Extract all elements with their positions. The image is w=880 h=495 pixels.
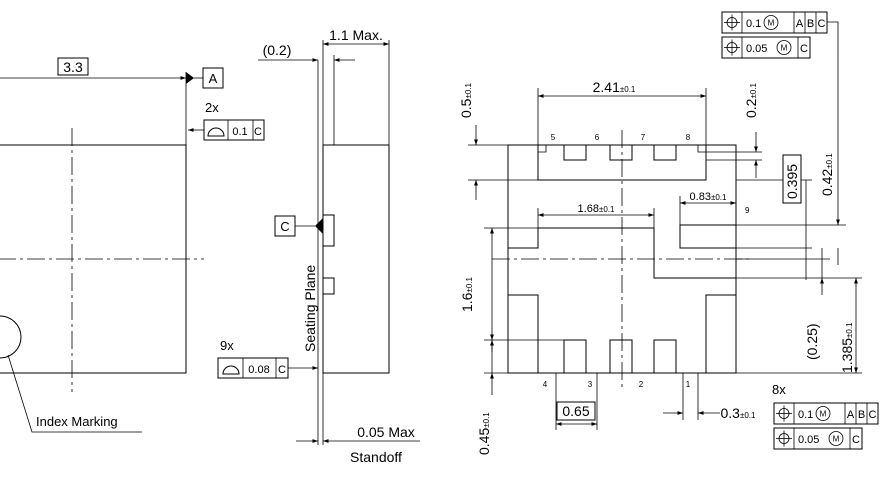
- profile-surface-icon: [222, 365, 240, 375]
- profile-view: 1.1 Max. (0.2) C Seating Plane 0.05 Max …: [258, 27, 420, 465]
- mmc-modifier-icon: M: [815, 406, 831, 421]
- datum-a-label: A: [209, 71, 218, 86]
- pin-1: 1: [686, 380, 691, 389]
- pin-8: 8: [686, 133, 691, 142]
- pin-3: 3: [588, 380, 593, 389]
- fcf-top-row2-value: 0.05: [746, 43, 767, 55]
- position-icon: [776, 405, 792, 422]
- fcf-bottom-row1-datum-a: A: [847, 409, 855, 421]
- dim-045: 0.45±0.1: [476, 412, 492, 455]
- fcf-top-row1-datum-b: B: [807, 18, 814, 30]
- svg-text:M: M: [768, 19, 775, 28]
- position-tolerance-frame-top: 0.1 M A B C 0.05 M C: [721, 11, 839, 60]
- dim-005-max: 0.05 Max: [357, 424, 415, 440]
- dim-02-paren: (0.2): [263, 42, 292, 58]
- mmc-modifier-icon: M: [776, 40, 792, 55]
- standoff-label: Standoff: [350, 449, 402, 465]
- dim-083: 0.83±0.1: [690, 191, 727, 203]
- dim-11-max: 1.1 Max.: [329, 27, 383, 43]
- position-icon: [776, 430, 792, 447]
- fcf-top-row2-datum-c: C: [800, 43, 808, 55]
- side-view: 3.3 A 2x 0.1 C 9x 0.08 C Index Marking: [0, 57, 318, 433]
- dim-241: 2.41±0.1: [593, 79, 636, 95]
- package-body-profile: [322, 144, 390, 374]
- svg-text:M: M: [833, 435, 840, 444]
- mmc-modifier-icon: M: [828, 431, 844, 446]
- dim-168: 1.68±0.1: [578, 203, 615, 215]
- pin-6: 6: [595, 133, 600, 142]
- flat-top-datum: C: [254, 126, 262, 138]
- index-marking-circle: [0, 315, 22, 359]
- svg-text:M: M: [820, 410, 827, 419]
- pin-9: 9: [745, 206, 750, 215]
- dim-1385: 1.385±0.1: [839, 322, 855, 373]
- fcf-bottom-row1-value: 0.1: [798, 409, 813, 421]
- pin-5: 5: [551, 133, 556, 142]
- datum-c-label: C: [280, 219, 289, 234]
- fcf-top-row1-datum-c: C: [818, 18, 826, 30]
- fcf-top-row1-datum-a: A: [796, 18, 804, 30]
- flat-top-value: 0.1: [232, 126, 247, 138]
- fcf-top-row1-value: 0.1: [746, 18, 761, 30]
- flat-bottom-value: 0.08: [248, 364, 269, 376]
- dim-065: 0.65: [562, 403, 589, 419]
- dim-16: 1.6±0.1: [459, 276, 475, 312]
- position-icon: [724, 14, 740, 31]
- fcf-bottom-row1-datum-b: B: [858, 409, 865, 421]
- pin-2: 2: [639, 380, 644, 389]
- flat-bottom-datum: C: [278, 364, 286, 376]
- multiplier-8x: 8x: [772, 382, 786, 397]
- profile-surface-icon: [207, 127, 225, 137]
- dim-042: 0.42±0.1: [819, 153, 835, 196]
- multiplier-9x: 9x: [220, 338, 234, 353]
- position-tolerance-frame-bottom: 0.1 M A B C 0.05 M C: [773, 402, 879, 450]
- dim-width-label: 3.3: [63, 59, 83, 75]
- index-marking-label: Index Marking: [36, 414, 118, 429]
- svg-text:M: M: [781, 44, 788, 53]
- fcf-bottom-row1-datum-c: C: [869, 409, 877, 421]
- dim-025: (0.25): [804, 323, 820, 360]
- pin-7: 7: [641, 133, 646, 142]
- mmc-modifier-icon: M: [763, 15, 779, 30]
- pin-4: 4: [543, 380, 548, 389]
- multiplier-2x: 2x: [205, 100, 219, 115]
- dim-03: 0.3±0.1: [721, 405, 757, 421]
- dim-02: 0.2±0.1: [743, 82, 759, 118]
- position-icon: [724, 39, 740, 56]
- footprint-view: 5 6 7 8 9 4 3 2 1 2.41±0.1 0.5±0.1 1.6±0…: [458, 60, 862, 455]
- dim-0395: 0.395: [784, 164, 800, 199]
- seating-plane-label: Seating Plane: [302, 265, 318, 352]
- fcf-bottom-row2-value: 0.05: [798, 434, 819, 446]
- fcf-bottom-row2-datum-c: C: [852, 434, 860, 446]
- dim-05: 0.5±0.1: [458, 82, 474, 118]
